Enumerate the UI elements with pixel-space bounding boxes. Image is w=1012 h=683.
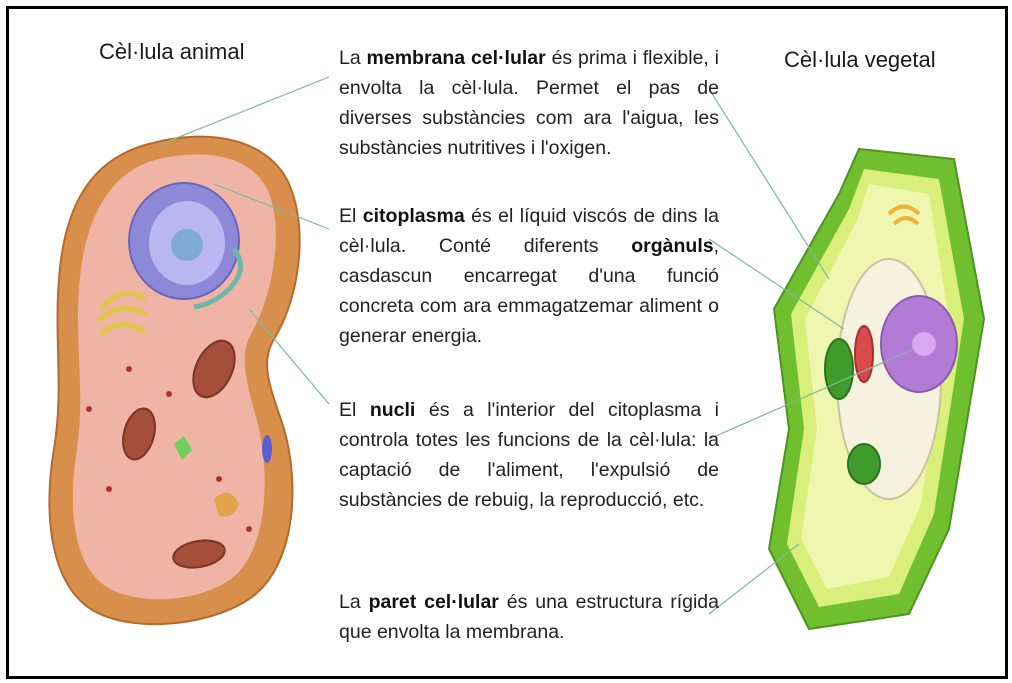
animal-ribosome <box>216 476 222 482</box>
nucleus-description: El nucli és a l'interior del citoplasma … <box>339 395 719 515</box>
term-membrane: membrana cel·lular <box>367 47 546 69</box>
plant-cell <box>769 149 984 629</box>
text-fragment: El <box>339 205 363 227</box>
leader-membrane <box>159 77 329 145</box>
term-organelles: orgànuls <box>631 235 713 257</box>
plant-chloroplast <box>825 339 853 399</box>
animal-ribosome <box>166 391 172 397</box>
animal-vacuole <box>262 435 272 463</box>
animal-ribosome <box>106 486 112 492</box>
animal-ribosome <box>126 366 132 372</box>
plant-nucleolus <box>912 332 936 356</box>
text-fragment: La <box>339 47 367 69</box>
term-cell-wall: paret cel·lular <box>369 591 499 613</box>
cytoplasm-description: El citoplasma és el líquid viscós de din… <box>339 201 719 351</box>
plant-cell-title: Cèl·lula vegetal <box>784 47 936 73</box>
text-fragment: El <box>339 399 370 421</box>
term-cytoplasm: citoplasma <box>363 205 465 227</box>
animal-ribosome <box>86 406 92 412</box>
text-fragment: La <box>339 591 369 613</box>
animal-nucleolus <box>171 229 203 261</box>
diagram-frame: Cèl·lula animal Cèl·lula vegetal La memb… <box>6 6 1008 679</box>
animal-cell-title: Cèl·lula animal <box>99 39 245 65</box>
membrane-description: La membrana cel·lular és prima i flexibl… <box>339 43 719 163</box>
plant-chloroplast <box>848 444 880 484</box>
cell-wall-description: La paret cel·lular és una estructura ríg… <box>339 587 719 647</box>
term-nucleus: nucli <box>370 399 416 421</box>
animal-ribosome <box>246 526 252 532</box>
animal-cell <box>49 137 299 625</box>
